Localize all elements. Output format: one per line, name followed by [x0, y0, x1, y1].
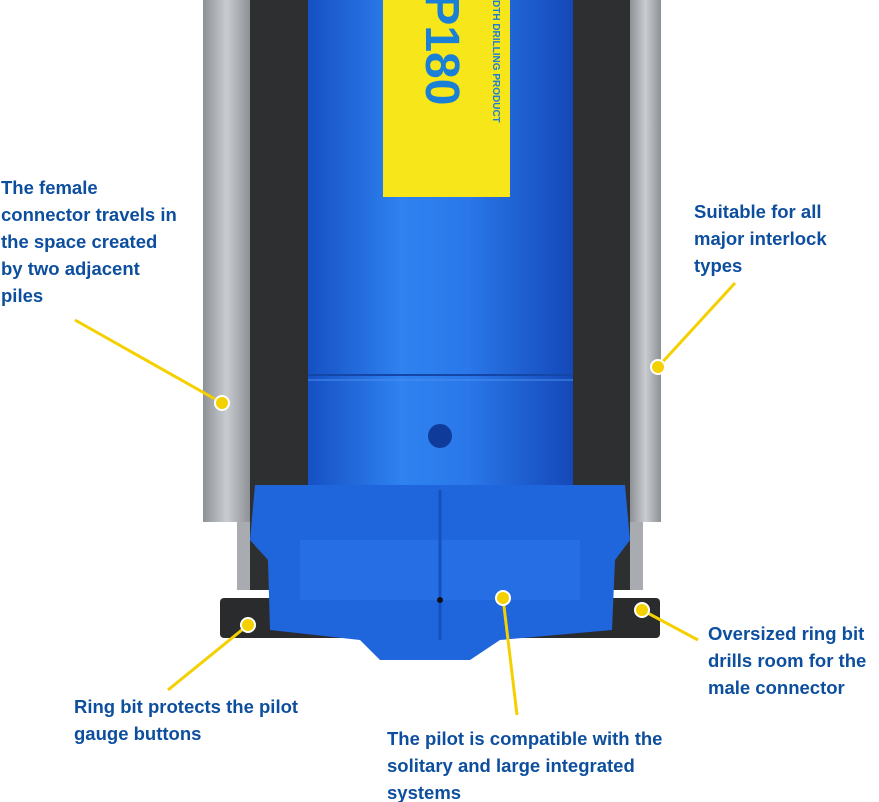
callout-pilot: The pilot is compatible with the solitar…: [387, 728, 663, 802]
air-port: [428, 424, 452, 448]
callout-ring-bit: Ring bit protects the pilot gauge button…: [74, 696, 299, 744]
callout-interlock: Suitable for all major interlock types: [694, 201, 827, 276]
product-label: IP180 N DTH DRILLING PRODUCT: [383, 0, 510, 197]
callout-oversized: Oversized ring bit drills room for the m…: [708, 623, 867, 698]
callout-female-connector: The female connector travels in the spac…: [1, 177, 177, 306]
right-pile: [630, 0, 661, 522]
left-pile: [203, 0, 250, 522]
